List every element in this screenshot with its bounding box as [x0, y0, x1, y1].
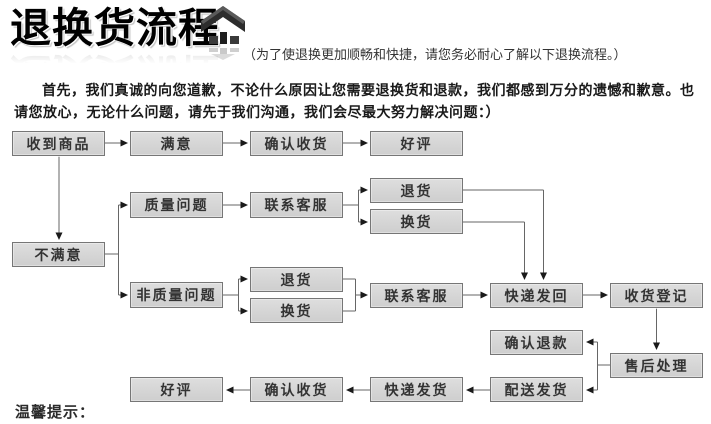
node-return-quality: 退货	[370, 178, 463, 203]
node-confirm-receipt-top: 确认收货	[250, 131, 343, 156]
node-exchange-quality: 换货	[370, 209, 463, 234]
node-satisfied: 满意	[130, 131, 223, 156]
page-title: 退换货流程	[10, 4, 220, 52]
node-dispatch-ship: 配送发货	[490, 377, 583, 402]
node-received-goods: 收到商品	[12, 131, 105, 156]
node-non-quality-issue: 非质量问题	[130, 282, 223, 308]
footer-tip-label: 温馨提示：	[15, 403, 96, 421]
node-courier-return: 快递发回	[490, 283, 583, 308]
house-arrow-icon	[201, 6, 245, 60]
node-good-review-bottom: 好评	[130, 377, 223, 402]
node-confirm-receipt-bottom: 确认收货	[250, 377, 343, 402]
intro-text: 首先，我们真诚的向您道歉，不论什么原因让您需要退换货和退款，我们都感到万分的遗憾…	[14, 83, 695, 121]
node-confirm-refund: 确认退款	[490, 330, 583, 355]
node-receipt-registration: 收货登记	[610, 283, 703, 308]
node-contact-cs-nonquality: 联系客服	[370, 283, 463, 308]
node-courier-ship: 快递发货	[370, 377, 463, 402]
node-good-review-top: 好评	[370, 131, 463, 156]
node-exchange-nonquality: 换货	[250, 298, 343, 323]
title-reflection-fade	[0, 50, 240, 65]
node-return-nonquality: 退货	[250, 267, 343, 292]
node-contact-cs-quality: 联系客服	[250, 192, 343, 218]
header-subtitle: （为了使退换更加顺畅和快捷，请您务必耐心了解以下退换流程。）	[243, 48, 627, 63]
node-quality-issue: 质量问题	[130, 192, 223, 218]
node-aftersales-processing: 售后处理	[610, 353, 703, 378]
node-unsatisfied: 不满意	[12, 242, 105, 267]
